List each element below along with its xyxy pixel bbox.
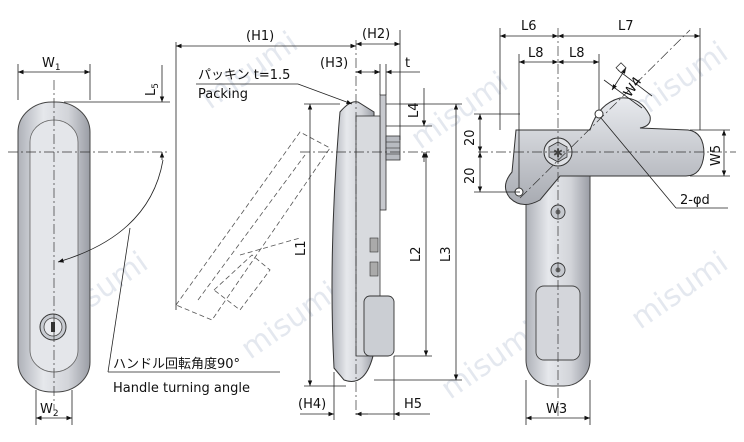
dim-l1-label: L1 — [294, 240, 309, 256]
dim-w3-label: W3 — [546, 402, 567, 417]
packing-leader — [297, 83, 353, 105]
dim-l4-label: L4 — [407, 102, 422, 118]
left-view: W1 L5 W2 ハンドル回転角度90° Handle turning angl… — [8, 56, 280, 425]
watermark-6: misumi — [625, 245, 735, 337]
packing-note-en: Packing — [198, 87, 248, 102]
right-diagonal-centerline — [519, 29, 691, 199]
dim-t-label: t — [405, 56, 410, 71]
dim-w4-line — [611, 67, 627, 91]
rotation-arc — [57, 159, 164, 263]
rotation-note-en: Handle turning angle — [113, 381, 250, 396]
dim-h5-label: H5 — [404, 397, 422, 412]
dim-l6-label: L6 — [521, 19, 537, 34]
dim-w2-label: W2 — [40, 402, 59, 419]
keyhole-icon — [51, 322, 55, 332]
svg-text:✱: ✱ — [553, 146, 563, 160]
hole-label: 2-φd — [680, 193, 710, 208]
dim-l8a-label: L8 — [528, 46, 544, 61]
dim-l7-label: L7 — [618, 19, 634, 34]
right-arm-plate — [505, 97, 705, 205]
ghost-handle-outline — [175, 131, 331, 321]
packing-note-jp: パッキン t=1.5 — [198, 68, 290, 83]
dim-l3-label: L3 — [439, 246, 454, 262]
right-view: ✱ L6 L7 L8 L8 W4 — [463, 19, 736, 425]
watermark-4: misumi — [235, 275, 345, 367]
packing-strip — [379, 94, 387, 211]
latch-block — [363, 295, 395, 357]
dim-h4-label: (H4) — [298, 397, 326, 412]
dim-20b-label: 20 — [463, 167, 478, 184]
dim-h1-label: (H1) — [246, 29, 274, 44]
dim-h2-label: (H2) — [362, 27, 390, 42]
dim-20a-label: 20 — [463, 129, 478, 146]
middle-view: (H1) (H2) (H3) t パッキン t=1.5 Packing L4 L… — [175, 27, 462, 420]
dim-h3-label: (H3) — [320, 56, 348, 71]
hole-leader — [600, 117, 677, 209]
dim-w1-label: W1 — [42, 56, 61, 73]
dim-l8b-label: L8 — [569, 46, 585, 61]
rotation-note-jp: ハンドル回転角度90° — [113, 356, 240, 372]
rotation-note-leader — [107, 227, 131, 373]
dim-l5-label: L5 — [144, 83, 161, 96]
dim-l2-label: L2 — [409, 246, 424, 262]
dim-w5-label: W5 — [709, 145, 724, 166]
